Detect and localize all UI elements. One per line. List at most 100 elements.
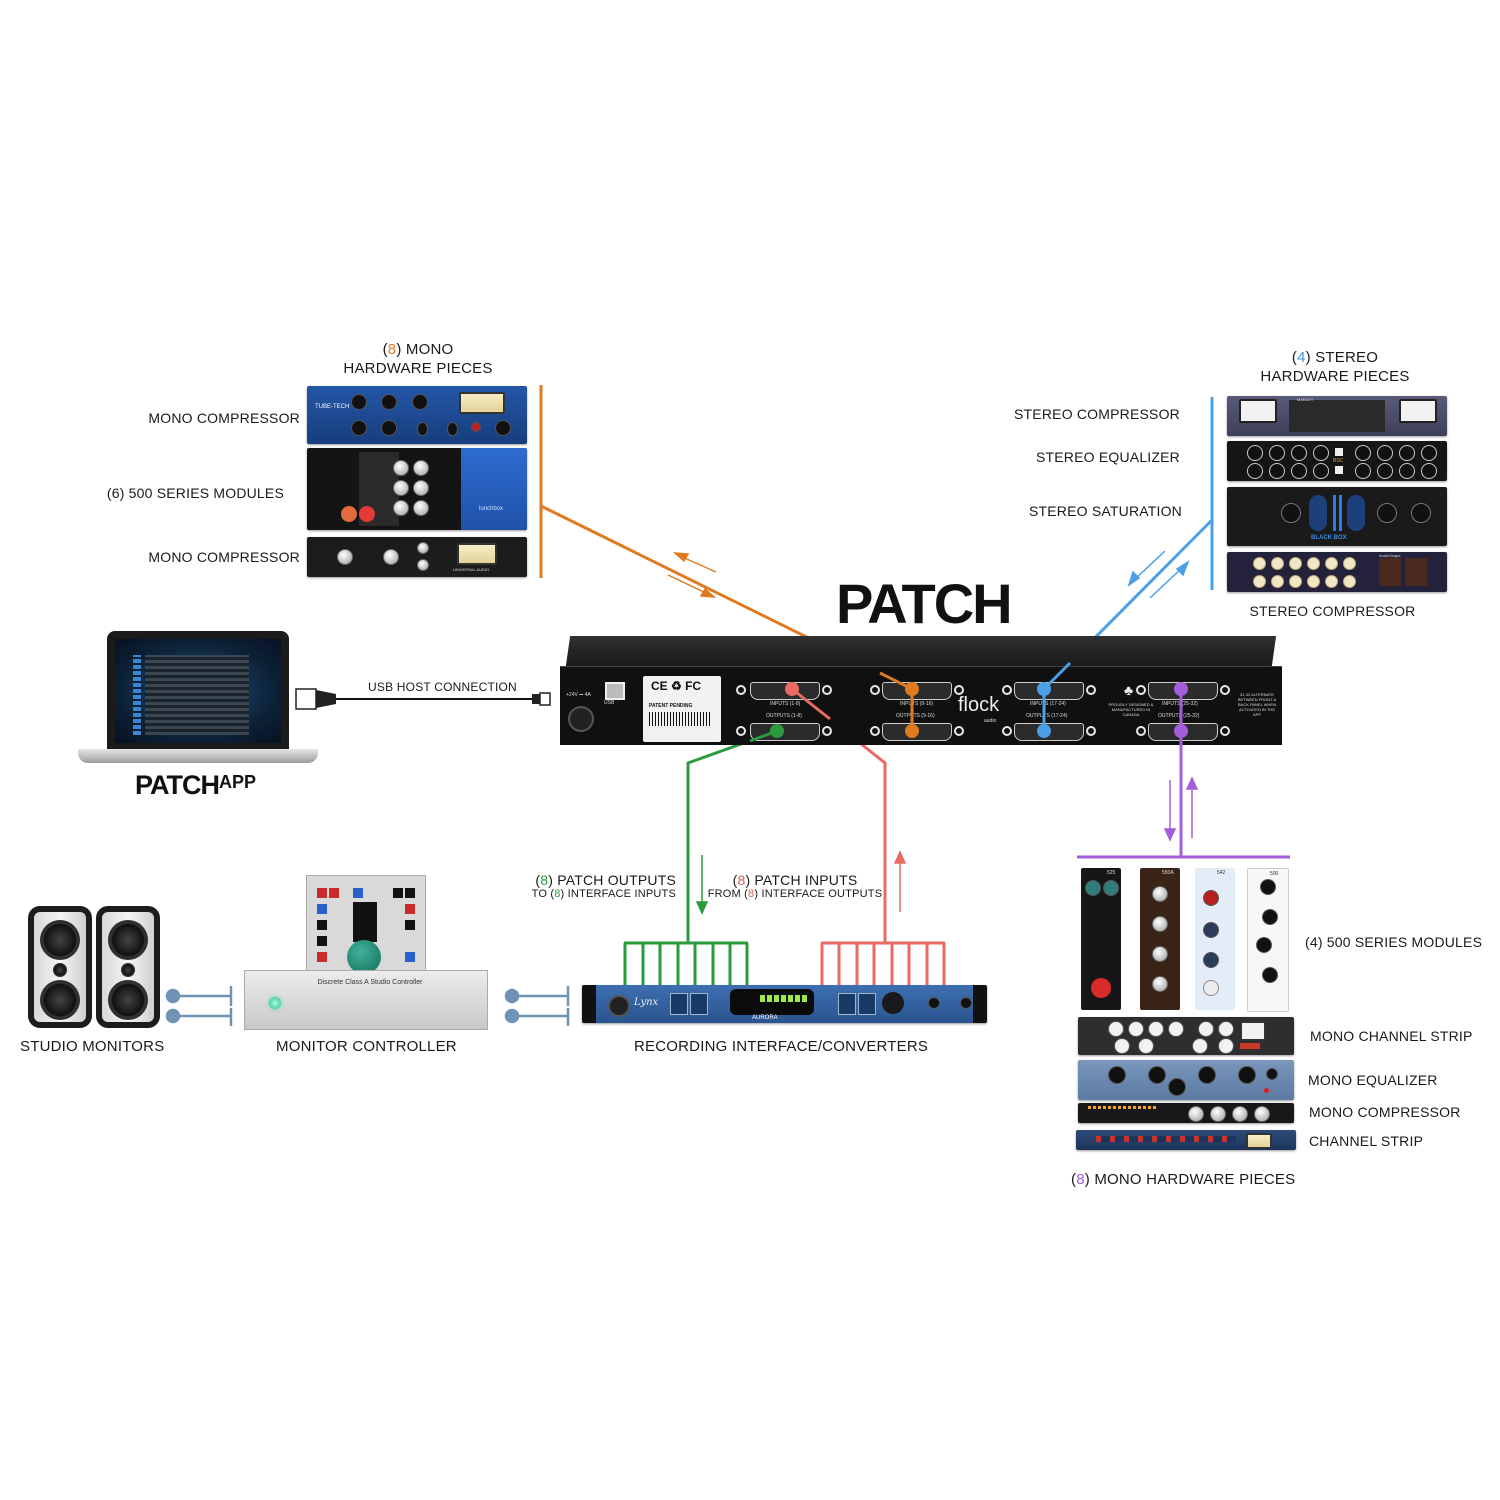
usb-port (605, 682, 625, 700)
bsc-stereo-equalizer: BSC (1227, 441, 1447, 481)
mono-top-label-1: MONO COMPRESSOR (148, 410, 300, 426)
audioscape-stereo-compressor: AudioScape (1227, 552, 1447, 592)
knob (381, 420, 397, 436)
tweeter (53, 963, 67, 977)
mono-channel-strip (1078, 1017, 1294, 1055)
tweeter (121, 963, 135, 977)
woofer (40, 920, 80, 960)
knob (447, 422, 458, 436)
mono-equalizer-label: MONO EQUALIZER (1308, 1072, 1438, 1088)
knob (412, 394, 428, 410)
manley-stereo-compressor: MANLEY (1227, 396, 1447, 436)
db25-inputs-1-8[interactable] (750, 682, 820, 700)
mono-compressor-bottom (1078, 1103, 1294, 1123)
recording-interface-label: RECORDING INTERFACE/CONVERTERS (634, 1038, 929, 1055)
vu-meter-left (1239, 399, 1277, 423)
stereo-label-1: STEREO COMPRESSOR (1014, 406, 1180, 422)
main-knob (882, 992, 904, 1014)
knob (341, 506, 357, 522)
db25-inputs-9-16[interactable] (882, 682, 952, 700)
modules-500-label: (4) 500 SERIES MODULES (1305, 934, 1483, 950)
laptop-base (78, 749, 318, 763)
db25-outputs-17-24[interactable] (1014, 723, 1084, 741)
monitor-controller: Discrete Class A Studio Controller (244, 970, 488, 1030)
mono-top-label-2: (6) 500 SERIES MODULES (106, 485, 284, 501)
vu-meter (459, 392, 505, 414)
laptop (107, 631, 289, 749)
studio-monitor-right (96, 906, 160, 1028)
cert-label: CE ♻ FC PATENT PENDING (643, 676, 721, 742)
db25-outputs-9-16[interactable] (882, 723, 952, 741)
barcode (649, 712, 711, 726)
knob (413, 460, 429, 476)
studio-monitors-label: STUDIO MONITORS (20, 1038, 165, 1055)
patch-title: PATCH (836, 572, 1013, 635)
knob (417, 559, 429, 571)
monitor-controller-remote (306, 875, 426, 979)
usb-connection-label: USB HOST CONNECTION (368, 680, 517, 694)
mono-top-count: 8 (387, 341, 397, 358)
knob (359, 506, 375, 522)
level-meter (353, 902, 377, 942)
mono-bottom-footer: (8) MONO HARDWARE PIECES (1071, 1171, 1296, 1188)
mono-compressor-bottom-label: MONO COMPRESSOR (1309, 1104, 1461, 1120)
db25-outputs-25-32[interactable] (1148, 723, 1218, 741)
patch-inputs-label: (8) PATCH INPUTS FROM (8) INTERFACE OUTP… (707, 872, 883, 900)
mono-equalizer (1078, 1060, 1294, 1100)
black-box-stereo-saturation: BLACK BOX (1227, 487, 1447, 546)
db25-outputs-1-8[interactable] (750, 723, 820, 741)
module-500-3: 542 (1195, 868, 1235, 1010)
maple-leaf-icon: ♣ (1124, 682, 1134, 698)
headphone-knob (608, 995, 630, 1017)
mono-channel-strip-label: MONO CHANNEL STRIP (1310, 1028, 1473, 1044)
patch-outputs-label: (8) PATCH OUTPUTS TO (8) INTERFACE INPUT… (531, 872, 676, 900)
tube-tech-compressor: TUBE-TECH (307, 386, 527, 444)
knob (413, 480, 429, 496)
stereo-label-3: STEREO SATURATION (1028, 503, 1182, 519)
power-connector (568, 706, 594, 732)
inputs-arrow (893, 850, 907, 912)
knob (417, 422, 428, 436)
mono-top-label-3: MONO COMPRESSOR (148, 549, 300, 565)
outputs-wire (623, 729, 778, 985)
db25-inputs-17-24[interactable] (1014, 682, 1084, 700)
woofer (108, 920, 148, 960)
woofer (108, 980, 148, 1020)
knob (413, 500, 429, 516)
knob (351, 394, 367, 410)
knob (495, 420, 511, 436)
knob (417, 542, 429, 554)
patch-app-label: PATCHAPP (135, 770, 257, 800)
module-500-4: 500 (1247, 868, 1289, 1012)
mono-top-arrows (667, 552, 717, 598)
lunchbox-500-series: lunchbox (307, 448, 527, 530)
stereo-label-4: STEREO COMPRESSOR (1249, 603, 1416, 619)
monitor-controller-label: MONITOR CONTROLLER (276, 1038, 457, 1055)
volume-knob[interactable] (347, 940, 381, 974)
stereo-header: (4) STEREO HARDWARE PIECES (1260, 349, 1410, 385)
mono-top-header: (8) MONO HARDWARE PIECES (343, 341, 493, 377)
vu-meter (457, 543, 497, 565)
mono-bottom-arrows (1163, 776, 1199, 842)
knob (351, 420, 367, 436)
stereo-count: 4 (1297, 349, 1306, 366)
module-500-2: 550A (1140, 868, 1180, 1010)
display (730, 989, 814, 1015)
db25-inputs-25-32[interactable] (1148, 682, 1218, 700)
channel-strip-label: CHANNEL STRIP (1309, 1133, 1424, 1149)
module-500-1: 525 (1081, 868, 1121, 1010)
knob (393, 480, 409, 496)
flock-logo: flock (958, 694, 1000, 716)
patch-unit: +24V ⎓ 4A USB CE ♻ FC PATENT PENDING INP… (560, 636, 1282, 745)
woofer (40, 980, 80, 1020)
recording-interface: Lynx AURORA (582, 985, 987, 1023)
patch-app-screen[interactable] (115, 639, 281, 743)
power-button[interactable] (269, 997, 281, 1009)
knob (383, 549, 399, 565)
stereo-arrows (1127, 550, 1190, 599)
ua-compressor: UNIVERSAL AUDIO (307, 537, 527, 577)
vu-meter-right (1399, 399, 1437, 423)
knob (393, 460, 409, 476)
front-back-note: 31-32 ALTERNATE BETWEEN FRONT & BACK PAN… (1237, 692, 1277, 717)
knob (393, 500, 409, 516)
